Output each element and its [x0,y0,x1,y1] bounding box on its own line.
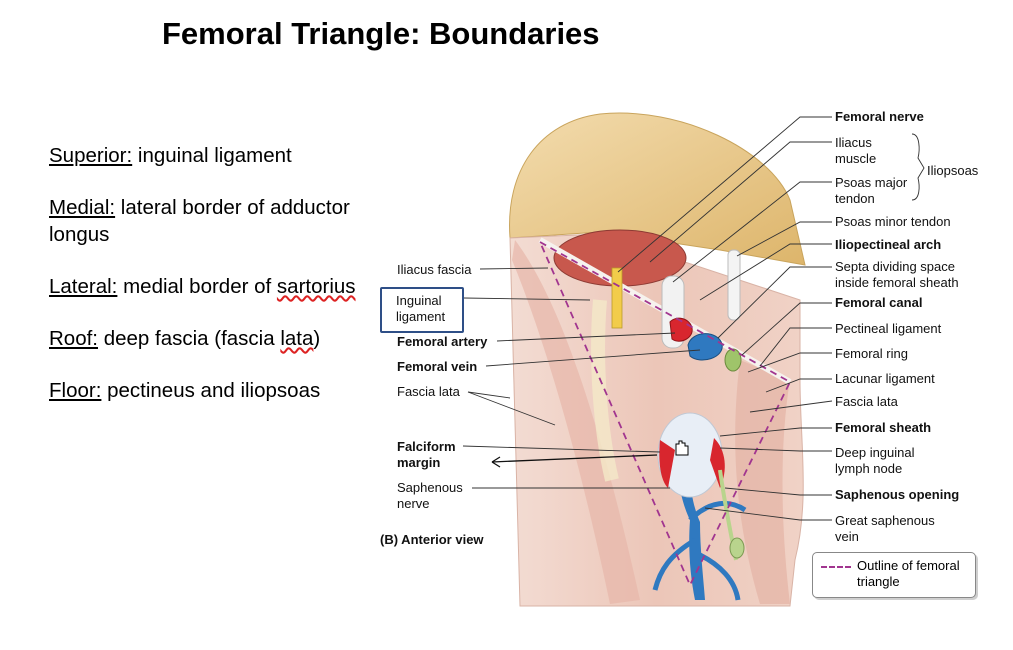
annotation-arrow [491,454,658,463]
boundaries-list: Superior: inguinal ligament Medial: late… [49,142,359,429]
boundary-medial: Medial: lateral border of adductor longu… [49,194,359,248]
boundary-text: pectineus and iliopsoas [101,379,321,402]
boundary-key: Lateral: [49,275,118,298]
label-great-saphenous-vein: Great saphenous vein [835,513,935,544]
spellcheck-word: lata [280,327,314,350]
label-iliacus-muscle: Iliacus muscle [835,135,877,166]
label-femoral-vein: Femoral vein [397,359,478,374]
label-femoral-sheath: Femoral sheath [835,420,932,435]
thigh-region [509,112,806,607]
thigh-surface [509,233,804,607]
femoral-nerve [611,267,623,329]
label-iliopectineal-arch: Iliopectineal arch [835,237,942,252]
triangle-outline-legend: Outline of femoral triangle [812,552,976,598]
spellcheck-word: sartorius [276,275,356,298]
boundary-superior: Superior: inguinal ligament [49,142,359,169]
label-psoas-major-tendon: Psoas major tendon [835,175,908,206]
label-septa: Septa dividing space inside femoral shea… [835,259,959,290]
boundary-text: inguinal ligament [132,144,292,167]
label-fascia-lata-left: Fascia lata [397,384,460,399]
boundary-key: Floor: [49,379,102,402]
boundary-text: deep fascia (fascia [98,327,281,350]
label-femoral-canal: Femoral canal [835,295,923,310]
label-inguinal-ligament: Inguinal ligament [396,293,446,324]
hand-cursor-icon [675,440,689,456]
label-femoral-ring: Femoral ring [835,346,908,361]
saphenous-nerve-strands [591,299,619,482]
label-saphenous-opening: Saphenous opening [835,487,960,502]
label-deep-inguinal-lymph-node: Deep inguinal lymph node [835,445,915,476]
label-fascia-lata-right: Fascia lata [835,394,898,409]
label-lacunar-ligament: Lacunar ligament [835,371,935,386]
label-psoas-minor-tendon: Psoas minor tendon [835,214,951,229]
iliac-bone [509,112,806,266]
saphenous-branches [652,500,747,601]
label-anterior-view: (B) Anterior view [380,532,484,547]
boundary-lateral: Lateral: medial border of sartorius [49,273,359,300]
lymph-node [724,348,742,372]
label-femoral-nerve: Femoral nerve [835,109,924,124]
label-iliopsoas: Iliopsoas [927,163,979,178]
boundary-key: Roof: [49,327,98,350]
femoral-triangle-outline [538,239,792,588]
legend-label: Outline of femoral triangle [857,558,960,589]
psoas-minor-tendon [727,249,741,321]
dashed-line-swatch [821,566,851,568]
boundary-text-tail: ) [313,327,321,350]
boundary-key: Superior: [49,144,133,167]
label-femoral-artery: Femoral artery [397,334,488,349]
adductor-band [735,360,790,604]
annotation-arrow-head [491,456,501,468]
boundary-floor: Floor: pectineus and iliopsoas [49,377,359,404]
boundary-text: lateral border of adductor longus [49,196,350,246]
boundary-roof: Roof: deep fascia (fascia lata) [49,325,359,352]
femoral-vein-section [687,333,723,361]
label-falciform-margin: Falciform margin [397,439,456,470]
leader-lines [462,116,925,521]
sartorius-band [512,240,640,604]
lymph-node-lower [729,537,745,559]
boundary-key: Medial: [49,196,116,219]
label-pectineal-ligament: Pectineal ligament [835,321,942,336]
inguinal-ligament-highlight-box [380,287,464,333]
label-saphenous-nerve: Saphenous nerve [397,480,463,511]
slide-title: Femoral Triangle: Boundaries [162,16,600,51]
falciform-artery-flap [659,440,675,488]
label-iliacus-fascia: Iliacus fascia [397,262,472,277]
boundary-text: medial border of [117,275,277,298]
